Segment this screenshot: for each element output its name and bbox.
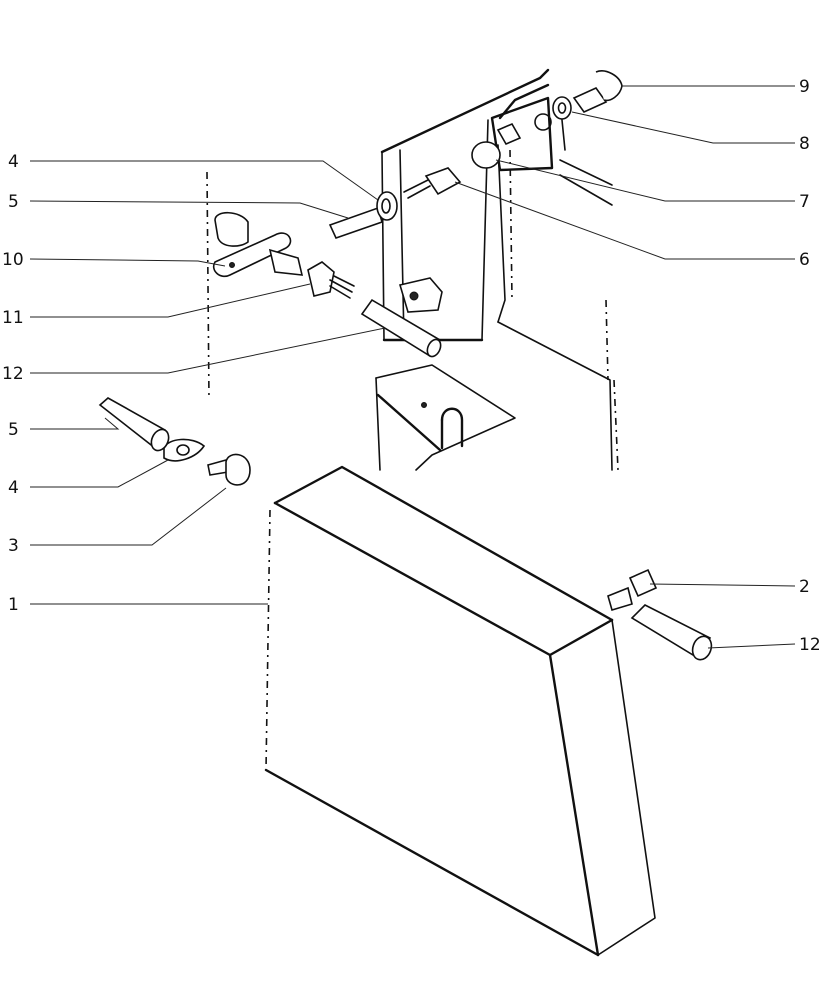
part-12-rod-middle <box>360 298 442 358</box>
leader-5a <box>29 200 349 219</box>
leader-12b <box>707 643 796 649</box>
callout-10: 10 <box>2 250 24 270</box>
leader-10 <box>29 258 226 267</box>
callout-leaders <box>29 85 796 649</box>
part-11-threaded-fitting <box>307 261 355 299</box>
part-4-clip-left <box>163 438 206 462</box>
part-9-clevis <box>572 70 623 114</box>
callout-5a: 5 <box>8 192 19 212</box>
part-3-bolt <box>207 453 251 486</box>
leader-4b <box>30 459 169 488</box>
part-6-screw-fitting <box>403 167 462 199</box>
leader-6 <box>454 181 795 260</box>
part-2-bolt <box>607 568 658 611</box>
callout-6: 6 <box>799 250 810 270</box>
callout-12b: 12 <box>799 635 821 655</box>
callout-12a: 12 <box>2 364 24 384</box>
callout-3: 3 <box>8 536 19 556</box>
part-7-bushing <box>471 122 522 169</box>
part-4-clip-upper <box>376 191 398 221</box>
callout-1: 1 <box>8 595 19 615</box>
callout-2: 2 <box>799 577 810 597</box>
leader-2 <box>649 583 796 587</box>
leader-11 <box>30 283 311 318</box>
callout-5b: 5 <box>8 420 19 440</box>
callout-11: 11 <box>2 308 24 328</box>
leader-7 <box>495 159 795 202</box>
callout-9: 9 <box>799 77 810 97</box>
leader-3 <box>30 487 227 546</box>
callout-7: 7 <box>799 192 810 212</box>
leader-4a <box>30 160 379 201</box>
callout-8: 8 <box>799 134 810 154</box>
callout-4b: 4 <box>8 478 19 498</box>
callout-4a: 4 <box>8 152 19 172</box>
part-1-guard-cover <box>264 465 656 957</box>
part-12-sleeve-right <box>630 604 713 661</box>
part-5-tube-left <box>98 397 170 452</box>
part-8-washer <box>552 96 572 120</box>
leader-12a <box>30 327 386 374</box>
machine-frame <box>206 68 619 471</box>
leader-5b <box>30 417 120 430</box>
part-10-lever <box>212 211 304 278</box>
callout-labels: 4 5 10 11 12 5 4 3 1 9 8 7 6 2 12 <box>2 77 821 655</box>
part-5-pin-upper <box>328 206 383 239</box>
leader-8 <box>571 111 795 144</box>
